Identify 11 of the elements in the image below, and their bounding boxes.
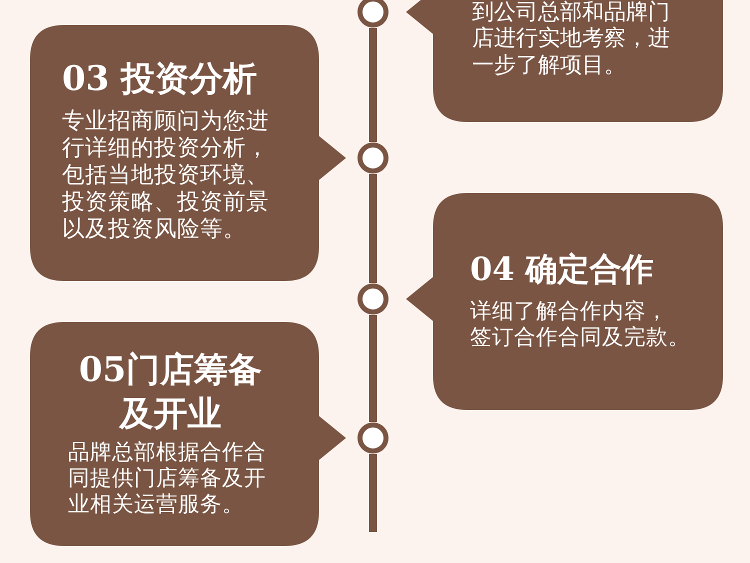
step-heading: 05门店筹备及开业 xyxy=(78,349,264,436)
timeline-line xyxy=(369,315,377,422)
step-description: 详细了解合作内容，签订合作合同及完款。 xyxy=(470,299,691,351)
step-heading: 04 确定合作 xyxy=(470,249,655,290)
step-description: 品牌总部根据合作合同提供门店筹备及开业相关运营服务。 xyxy=(68,440,267,518)
step-description: 到公司总部和品牌门店进行实地考察，进一步了解项目。 xyxy=(472,0,671,80)
timeline-line xyxy=(369,28,377,142)
step-description: 专业招商顾问为您进行详细的投资分析，包括当地投资环境、投资策略、投资前景以及投资风险等。 xyxy=(62,108,270,243)
timeline-line xyxy=(369,174,377,283)
step-heading: 03 投资分析 xyxy=(62,58,258,101)
timeline-line xyxy=(369,454,377,532)
